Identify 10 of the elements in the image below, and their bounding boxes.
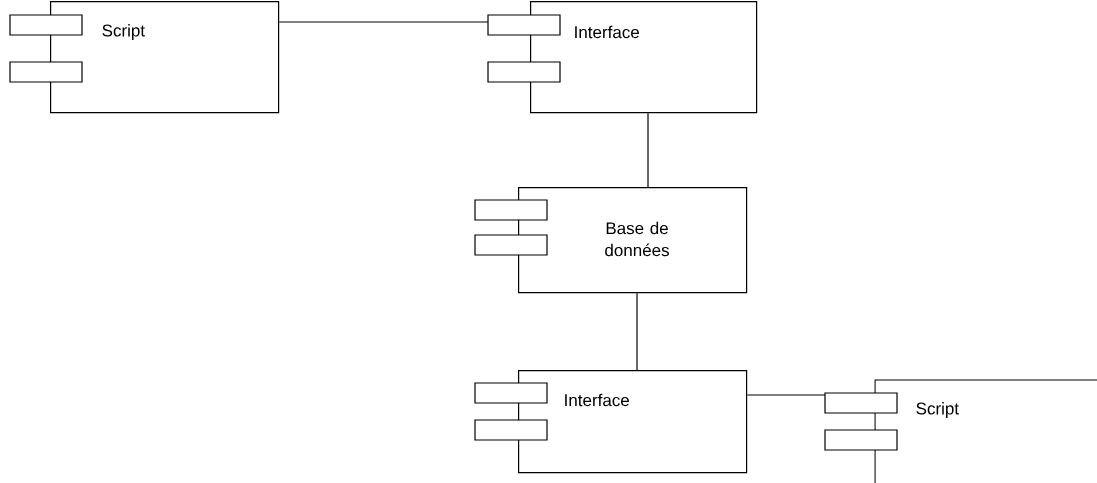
connector-line <box>647 112 649 188</box>
component-box: Script <box>9 1 280 114</box>
connector-line <box>278 21 489 23</box>
component-box: Interface <box>474 370 748 474</box>
connector-line <box>636 292 638 371</box>
node-label: Script <box>916 402 959 418</box>
connector-line <box>746 394 826 396</box>
component-box: Base de données <box>474 187 748 294</box>
component-box: Script <box>824 379 1097 483</box>
component-box: Interface <box>487 1 758 114</box>
